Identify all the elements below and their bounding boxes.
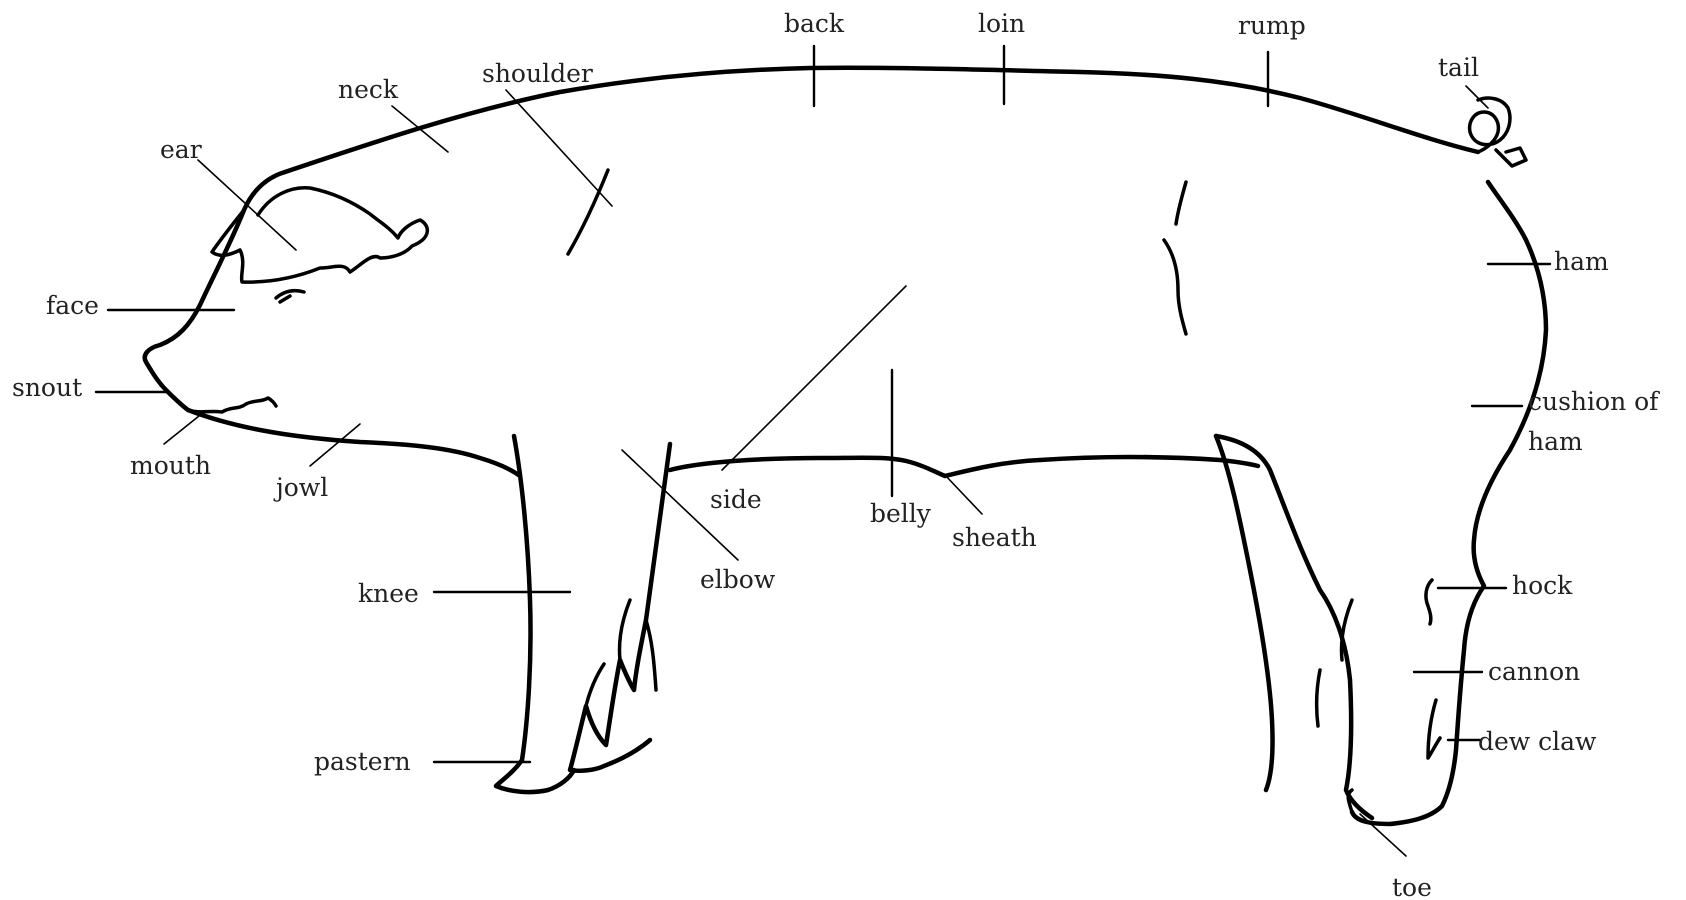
pig-tail-tip xyxy=(1494,146,1528,168)
label-cushion-of-ham-2: ham xyxy=(1528,427,1583,456)
pig-hind-leg-near xyxy=(1346,698,1442,814)
pig-shoulder-mark xyxy=(566,168,610,256)
label-cushion-of-ham-1: cushion of xyxy=(1528,387,1660,416)
pig-tail xyxy=(1467,96,1512,154)
label-face: face xyxy=(46,291,99,320)
pig-hind-leg-far xyxy=(1213,433,1375,821)
label-mouth: mouth xyxy=(130,451,211,480)
leader-lines xyxy=(94,44,1552,857)
pig-front-leg-fringe xyxy=(584,598,658,708)
pig-jowl-line xyxy=(185,407,523,479)
label-dew-claw: dew claw xyxy=(1478,727,1597,756)
pig-rear-outline xyxy=(1349,179,1549,827)
pig-hind-leg-far-fringe xyxy=(1314,598,1354,728)
leader-neck xyxy=(391,105,449,153)
label-ham: ham xyxy=(1554,247,1609,276)
pig-front-leg-near xyxy=(493,433,577,795)
pig-topline xyxy=(282,65,1481,175)
pig-drawing xyxy=(142,65,1549,827)
label-sheath: sheath xyxy=(952,523,1037,552)
pig-belly-line xyxy=(667,454,1261,479)
label-knee: knee xyxy=(358,579,419,608)
label-jowl: jowl xyxy=(273,473,328,502)
label-snout: snout xyxy=(12,373,82,402)
pig-hock-detail xyxy=(1424,578,1434,626)
leader-jowl xyxy=(309,423,361,467)
label-hock: hock xyxy=(1512,571,1573,600)
label-shoulder: shoulder xyxy=(482,59,593,88)
leader-toe xyxy=(1359,813,1407,857)
pig-hind-leg-far-front xyxy=(1213,433,1275,793)
label-belly: belly xyxy=(870,499,932,528)
label-tail: tail xyxy=(1438,53,1479,82)
leader-side xyxy=(721,285,907,471)
leader-ear xyxy=(197,159,297,251)
leader-shoulder xyxy=(505,89,613,207)
leader-tail xyxy=(1465,85,1489,109)
pig-ham-curve xyxy=(1162,180,1188,336)
label-ear: ear xyxy=(160,135,202,164)
label-neck: neck xyxy=(338,75,399,104)
label-cannon: cannon xyxy=(1488,657,1580,686)
pig-mouth xyxy=(186,396,278,414)
label-side: side xyxy=(710,485,762,514)
leader-mouth xyxy=(163,411,205,445)
label-back: back xyxy=(784,9,845,38)
label-toe: toe xyxy=(1392,873,1432,900)
pig-ear xyxy=(210,186,429,284)
labels: back loin rump tail shoulder neck ear fa… xyxy=(12,9,1660,900)
label-pastern: pastern xyxy=(314,747,411,776)
leader-elbow xyxy=(621,449,739,561)
label-loin: loin xyxy=(978,9,1025,38)
pig-eye xyxy=(274,288,306,304)
label-elbow: elbow xyxy=(700,565,776,594)
pig-front-leg-far xyxy=(567,441,673,774)
leader-sheath xyxy=(943,473,983,515)
label-rump: rump xyxy=(1238,11,1306,40)
